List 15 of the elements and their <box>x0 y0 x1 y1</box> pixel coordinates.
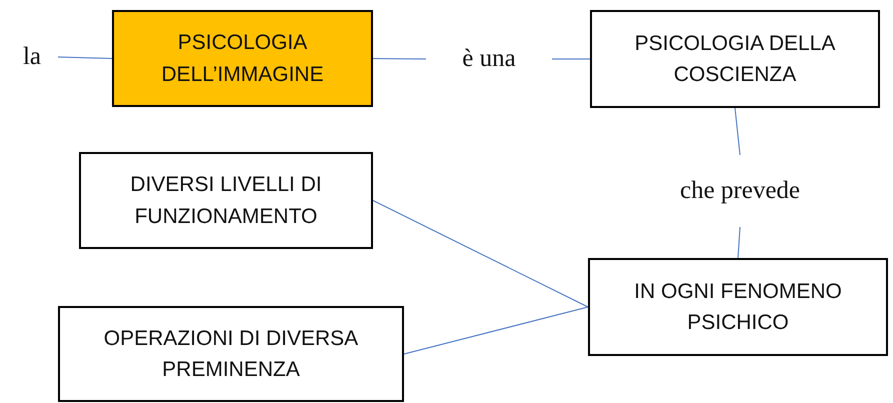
linking-phrase: che prevede <box>650 155 830 227</box>
linking-phrase: la <box>6 38 58 76</box>
concept-box: PSICOLOGIA DELLA COSCIENZA <box>590 10 880 108</box>
connector-line <box>372 58 426 60</box>
connector-line <box>372 200 588 308</box>
concept-box: DIVERSI LIVELLI DI FUNZIONAMENTO <box>79 152 373 249</box>
connector-line <box>738 226 740 258</box>
connector-line <box>58 56 112 59</box>
concept-box: OPERAZIONI DI DIVERSA PREMINENZA <box>58 306 404 402</box>
connector-line <box>404 306 588 354</box>
linking-phrase: è una <box>426 40 552 78</box>
connector-line <box>552 58 590 60</box>
connector-line <box>734 108 740 156</box>
concept-box: IN OGNI FENOMENO PSICHICO <box>588 258 888 356</box>
concept-box: PSICOLOGIA DELL’IMMAGINE <box>112 10 373 107</box>
